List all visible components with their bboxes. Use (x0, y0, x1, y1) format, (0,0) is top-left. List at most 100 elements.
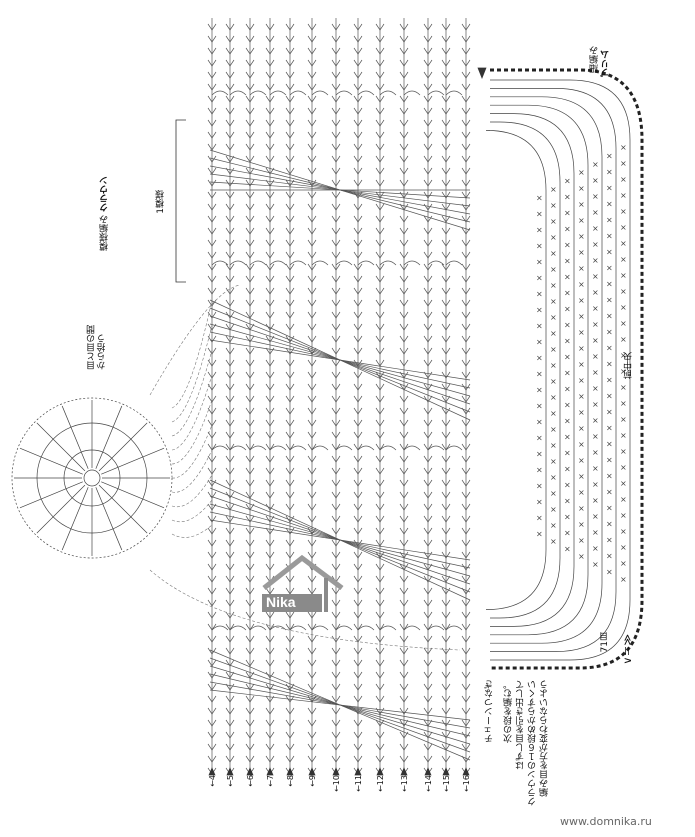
brim-stitch: × (550, 489, 557, 498)
shell (357, 90, 375, 96)
stitch-mark (461, 47, 471, 55)
stitch-mark (399, 23, 409, 31)
brim-stitch: × (550, 537, 557, 546)
stitch-mark (245, 539, 255, 547)
stitch-mark (399, 431, 409, 439)
stitch-mark (353, 503, 363, 511)
stitch-mark (441, 71, 451, 79)
stitch-mark (331, 659, 341, 667)
stitch-mark (207, 215, 217, 223)
stitch-mark (245, 527, 255, 535)
stitch-mark (423, 671, 433, 679)
brim-stitch: × (536, 289, 543, 298)
stitch-mark (375, 311, 385, 319)
stitch-mark (207, 719, 217, 727)
brim-stitch: × (578, 312, 585, 321)
brim-stitch: × (620, 463, 627, 472)
stitch-mark (265, 419, 275, 427)
brim-stitch: × (550, 521, 557, 530)
stitch-mark (307, 755, 317, 763)
stitch-mark (307, 731, 317, 739)
stitch-mark (399, 83, 409, 91)
shell (229, 445, 247, 451)
brim-stitch: × (606, 359, 613, 368)
stitch-mark (285, 611, 295, 619)
stitch-mark (375, 239, 385, 247)
stitch-mark (353, 311, 363, 319)
connector (171, 399, 213, 465)
stitch-mark (399, 407, 409, 415)
brim-stitch: × (592, 240, 599, 249)
stitch-mark (353, 239, 363, 247)
stitch-mark (245, 107, 255, 115)
stitch-mark (331, 527, 341, 535)
stitch-mark (399, 419, 409, 427)
stitch-mark (285, 635, 295, 643)
stitch-mark (207, 395, 217, 403)
stitch-mark (285, 287, 295, 295)
stitch-mark (375, 107, 385, 115)
stitch-mark (399, 299, 409, 307)
stitch-mark (461, 95, 471, 103)
brim-stitch: × (536, 353, 543, 362)
stitch-mark (423, 707, 433, 715)
stitch-mark (375, 275, 385, 283)
stitch-mark (331, 647, 341, 655)
shell (379, 625, 397, 631)
stitch-mark (265, 395, 275, 403)
stitch-mark (423, 575, 433, 583)
stitch-mark (441, 47, 451, 55)
stitch-mark (245, 287, 255, 295)
stitch-mark (461, 275, 471, 283)
stitch-mark (461, 707, 471, 715)
stitch-mark (461, 35, 471, 43)
motif-spoke (95, 487, 123, 551)
brim-stitch: × (578, 472, 585, 481)
stitch-mark (307, 683, 317, 691)
stitch-mark (285, 71, 295, 79)
stitch-mark (331, 563, 341, 571)
stitch-mark (375, 587, 385, 595)
stitch-mark (353, 431, 363, 439)
brim-stitch: × (606, 247, 613, 256)
shell (445, 445, 463, 451)
stitch-mark (331, 155, 341, 163)
stitch-mark (423, 83, 433, 91)
stitch-mark (441, 731, 451, 739)
brim-stitch: × (606, 263, 613, 272)
stitch-mark (423, 23, 433, 31)
stitch-mark (285, 503, 295, 511)
brim-stitch: × (550, 441, 557, 450)
stitch-mark (331, 299, 341, 307)
stitch-mark (423, 335, 433, 343)
stitch-mark (331, 503, 341, 511)
brim-stitch: × (550, 281, 557, 290)
brim-stitch: × (592, 464, 599, 473)
stitch-mark (265, 83, 275, 91)
stitch-mark (331, 95, 341, 103)
shell (249, 625, 267, 631)
stitch-mark (353, 719, 363, 727)
stitch-mark (265, 383, 275, 391)
brim-stitch: × (564, 209, 571, 218)
brim-stitch: × (536, 481, 543, 490)
shell (335, 445, 353, 451)
stitch-mark (353, 611, 363, 619)
shell (403, 625, 421, 631)
stitch-mark (225, 647, 235, 655)
stitch-mark (441, 275, 451, 283)
instruction-line-2: クラウンの１６段めからすくい (528, 680, 538, 806)
stitch-mark (331, 263, 341, 271)
stitch-mark (353, 467, 363, 475)
shell (269, 625, 287, 631)
stitch-mark (461, 143, 471, 151)
stitch-mark (423, 131, 433, 139)
brim-stitch: × (536, 305, 543, 314)
stitch-mark (285, 191, 295, 199)
brim-stitch: × (578, 200, 585, 209)
brim-stitch: × (606, 455, 613, 464)
stitch-mark (307, 323, 317, 331)
stitch-mark (225, 299, 235, 307)
stitch-mark (225, 695, 235, 703)
brim-stitch: × (578, 456, 585, 465)
